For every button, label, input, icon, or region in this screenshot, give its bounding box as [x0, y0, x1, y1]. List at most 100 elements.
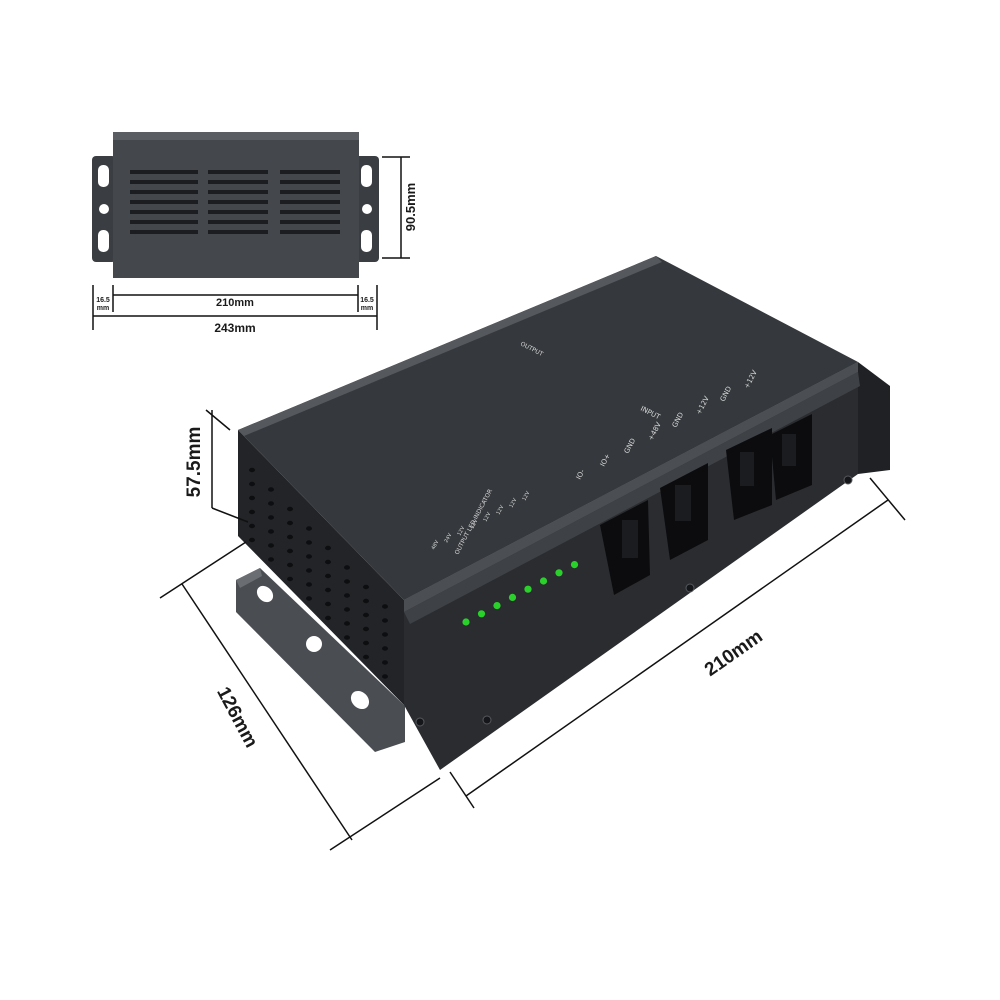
- vent-hole: [306, 596, 312, 601]
- vent-hole: [382, 674, 388, 679]
- vent-hole: [249, 481, 255, 487]
- vent-hole: [306, 568, 312, 573]
- vent-hole: [268, 487, 274, 492]
- vent-hole: [344, 621, 350, 626]
- led-channel-label: 12V: [469, 518, 479, 530]
- led-indicator: [477, 610, 486, 618]
- vent-slot: [280, 170, 340, 174]
- right-flange-value: 16.5: [360, 297, 374, 304]
- left-flange-value: 16.5: [96, 297, 110, 304]
- led-indicator: [555, 569, 563, 577]
- length-label: 210mm: [701, 626, 767, 681]
- height-label: 57.5mm: [184, 427, 205, 498]
- iso-view: INPUT OUTPUT OUTPUT LED INDICATOR IO-IO+…: [159, 256, 906, 851]
- vent-slot: [130, 230, 198, 234]
- vent-hole: [287, 534, 293, 540]
- vent-hole: [306, 554, 312, 559]
- vent-hole: [363, 584, 369, 590]
- vent-slot: [280, 200, 340, 204]
- led-indicator-row: [462, 561, 579, 626]
- vent-hole: [382, 646, 388, 651]
- led-indicator: [493, 602, 501, 610]
- led-indicator: [508, 593, 517, 602]
- vent-hole: [344, 579, 350, 584]
- vent-hole: [325, 559, 331, 565]
- vent-slot: [130, 220, 198, 224]
- vent-slots: [130, 170, 340, 234]
- screw: [843, 475, 853, 485]
- vent-hole: [287, 520, 293, 526]
- vent-hole: [287, 548, 293, 554]
- top-face: [238, 256, 858, 600]
- vent-slot: [130, 190, 198, 194]
- vent-hole: [249, 495, 255, 501]
- vent-slot: [208, 200, 268, 204]
- vent-slot: [208, 180, 268, 184]
- screw: [482, 715, 492, 725]
- vent-hole: [325, 573, 331, 579]
- right-flange-unit: mm: [361, 305, 373, 312]
- vent-slot: [208, 210, 268, 214]
- vent-hole: [344, 635, 350, 640]
- end-panel: [238, 430, 404, 705]
- vent-slot: [280, 180, 340, 184]
- top-view: 90.5mm 210mm 16.5 mm 16.5 mm 243mm: [92, 132, 418, 335]
- led-channel-label: 12V: [482, 511, 492, 523]
- vent-hole: [287, 576, 293, 582]
- vent-hole: [287, 506, 293, 512]
- led-indicator: [539, 577, 548, 585]
- vent-hole: [363, 654, 369, 660]
- vent-slot: [208, 190, 268, 194]
- vent-hole: [382, 618, 388, 623]
- vent-hole: [382, 604, 388, 609]
- top-total-label: 243mm: [214, 321, 255, 335]
- vent-slot: [208, 230, 268, 234]
- led-channel-label: 12V: [495, 504, 505, 516]
- vent-slot: [280, 230, 340, 234]
- screw: [415, 717, 425, 727]
- vent-hole: [287, 562, 293, 568]
- vent-hole: [268, 543, 274, 548]
- vent-hole: [249, 467, 255, 473]
- vent-hole: [344, 565, 350, 570]
- top-width-label: 210mm: [216, 297, 254, 309]
- vent-hole: [249, 537, 255, 543]
- vent-hole: [344, 593, 350, 598]
- vent-hole: [382, 660, 388, 665]
- led-indicator: [570, 561, 579, 569]
- vent-slot: [208, 220, 268, 224]
- terminal-blocks: [600, 414, 812, 595]
- vent-slot: [280, 220, 340, 224]
- vent-hole: [306, 526, 312, 531]
- vent-hole: [325, 587, 331, 593]
- vent-slot: [280, 190, 340, 194]
- vent-slot: [130, 200, 198, 204]
- top-height-label: 90.5mm: [403, 183, 418, 231]
- vent-hole: [306, 540, 312, 545]
- vent-slot: [130, 210, 198, 214]
- vent-slot: [130, 170, 198, 174]
- vent-hole: [363, 598, 369, 604]
- vent-slot: [208, 170, 268, 174]
- vent-hole: [344, 607, 350, 612]
- vent-slot: [280, 210, 340, 214]
- led-indicator: [524, 585, 532, 593]
- vent-hole: [363, 640, 369, 646]
- vent-hole: [363, 626, 369, 632]
- led-channel-label: 24V: [443, 532, 453, 544]
- vent-hole: [325, 545, 331, 551]
- vent-hole: [268, 557, 274, 562]
- vent-hole: [268, 515, 274, 520]
- right-end-face: [858, 362, 890, 474]
- vent-hole: [249, 509, 255, 515]
- led-channel-label: 12V: [508, 497, 518, 509]
- left-flange-unit: mm: [97, 305, 109, 312]
- vent-hole: [249, 523, 255, 529]
- vent-hole: [268, 501, 274, 506]
- led-channel-label: 12V: [521, 490, 531, 502]
- vent-hole: [325, 601, 331, 607]
- vent-hole: [363, 612, 369, 618]
- top-cover: [113, 132, 359, 278]
- screw: [685, 583, 695, 593]
